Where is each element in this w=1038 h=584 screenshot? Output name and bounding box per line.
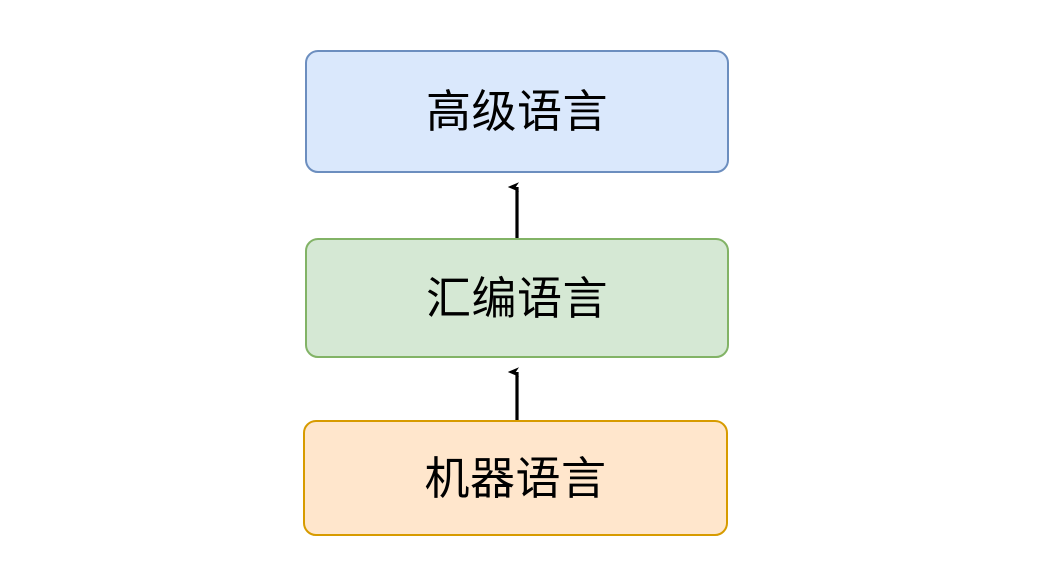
node-assembly-language[interactable]: 汇编语言 [305,238,729,358]
node-label-machine-language: 机器语言 [424,452,607,504]
node-high-level-language[interactable]: 高级语言 [305,50,729,173]
node-machine-language[interactable]: 机器语言 [303,420,728,536]
node-label-assembly-language: 汇编语言 [425,272,608,324]
node-label-high-level-language: 高级语言 [425,86,608,137]
